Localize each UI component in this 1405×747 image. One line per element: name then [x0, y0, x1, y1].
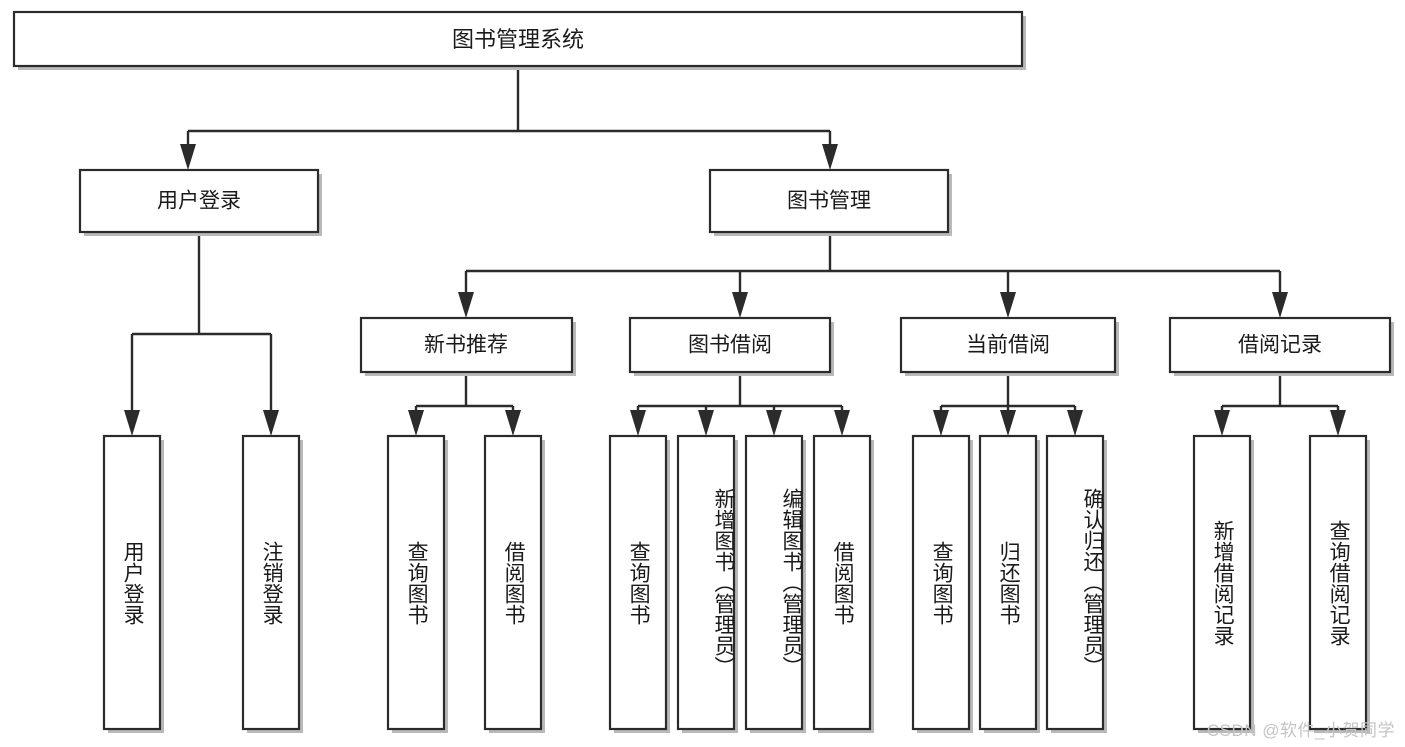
node-leaf-confirm-return[interactable] — [1045, 434, 1107, 733]
node-leaf-edit-book[interactable] — [744, 434, 806, 733]
node-book-borrow[interactable]: 图书借阅 — [628, 316, 834, 376]
arrow-head-icon — [822, 144, 838, 170]
arrow-head-icon — [1067, 410, 1083, 436]
node-user-login[interactable]: 用户登录 — [78, 168, 322, 236]
csdn-watermark: CSDN @软件_小贺同学 — [1206, 721, 1395, 740]
node-leaf-user-login[interactable] — [102, 434, 164, 733]
arrow-head-icon — [1000, 410, 1016, 436]
arrow-head-icon — [1000, 292, 1016, 318]
connector-bookborrow-to-leaves — [630, 376, 850, 436]
arrow-head-icon — [1330, 410, 1346, 436]
arrow-head-icon — [933, 410, 949, 436]
connector-newbook-to-leaves — [408, 376, 521, 436]
arrow-head-icon — [458, 292, 474, 318]
arrow-head-icon — [698, 410, 714, 436]
arrow-head-icon — [732, 292, 748, 318]
node-user-login-label: 用户登录 — [157, 190, 241, 213]
arrow-head-icon — [505, 410, 521, 436]
node-book-borrow-label: 图书借阅 — [688, 334, 772, 357]
leaf-boxes — [102, 434, 1370, 733]
connector-currentborrow-to-leaves — [933, 376, 1083, 436]
node-new-book-rec-label: 新书推荐 — [424, 334, 508, 357]
node-new-book-rec[interactable]: 新书推荐 — [359, 316, 576, 376]
arrow-head-icon — [1272, 292, 1288, 318]
arrow-head-icon — [408, 410, 424, 436]
node-borrow-record-label: 借阅记录 — [1238, 334, 1322, 357]
connector-bookmanage-to-level3 — [458, 232, 1288, 318]
arrow-head-icon — [124, 410, 140, 436]
arrow-head-icon — [834, 410, 850, 436]
arrow-head-icon — [766, 410, 782, 436]
connector-root-to-level2 — [180, 66, 838, 170]
arrow-head-icon — [1214, 410, 1230, 436]
node-current-borrow[interactable]: 当前借阅 — [899, 316, 1119, 376]
node-borrow-record[interactable]: 借阅记录 — [1168, 316, 1394, 376]
node-leaf-query-book-1[interactable] — [386, 434, 448, 733]
node-leaf-add-book[interactable] — [676, 434, 738, 733]
node-leaf-logout[interactable] — [241, 434, 303, 733]
node-leaf-query-book-2[interactable] — [608, 434, 670, 733]
node-current-borrow-label: 当前借阅 — [966, 334, 1050, 357]
node-book-manage-label: 图书管理 — [787, 190, 871, 213]
connector-userlogin-to-leaves — [124, 232, 279, 436]
node-leaf-borrow-book-1[interactable] — [483, 434, 545, 733]
node-leaf-query-book-3[interactable] — [911, 434, 973, 733]
arrow-head-icon — [180, 144, 196, 170]
node-leaf-add-record[interactable] — [1192, 434, 1254, 733]
node-root-label: 图书管理系统 — [452, 27, 584, 52]
node-root[interactable]: 图书管理系统 — [12, 10, 1026, 70]
connector-borrowrecord-to-leaves — [1214, 376, 1346, 436]
node-leaf-query-record[interactable] — [1308, 434, 1370, 733]
node-book-manage[interactable]: 图书管理 — [708, 168, 952, 236]
node-leaf-return-book[interactable] — [978, 434, 1040, 733]
arrow-head-icon — [630, 410, 646, 436]
arrow-head-icon — [263, 410, 279, 436]
node-leaf-borrow-book-2[interactable] — [812, 434, 874, 733]
